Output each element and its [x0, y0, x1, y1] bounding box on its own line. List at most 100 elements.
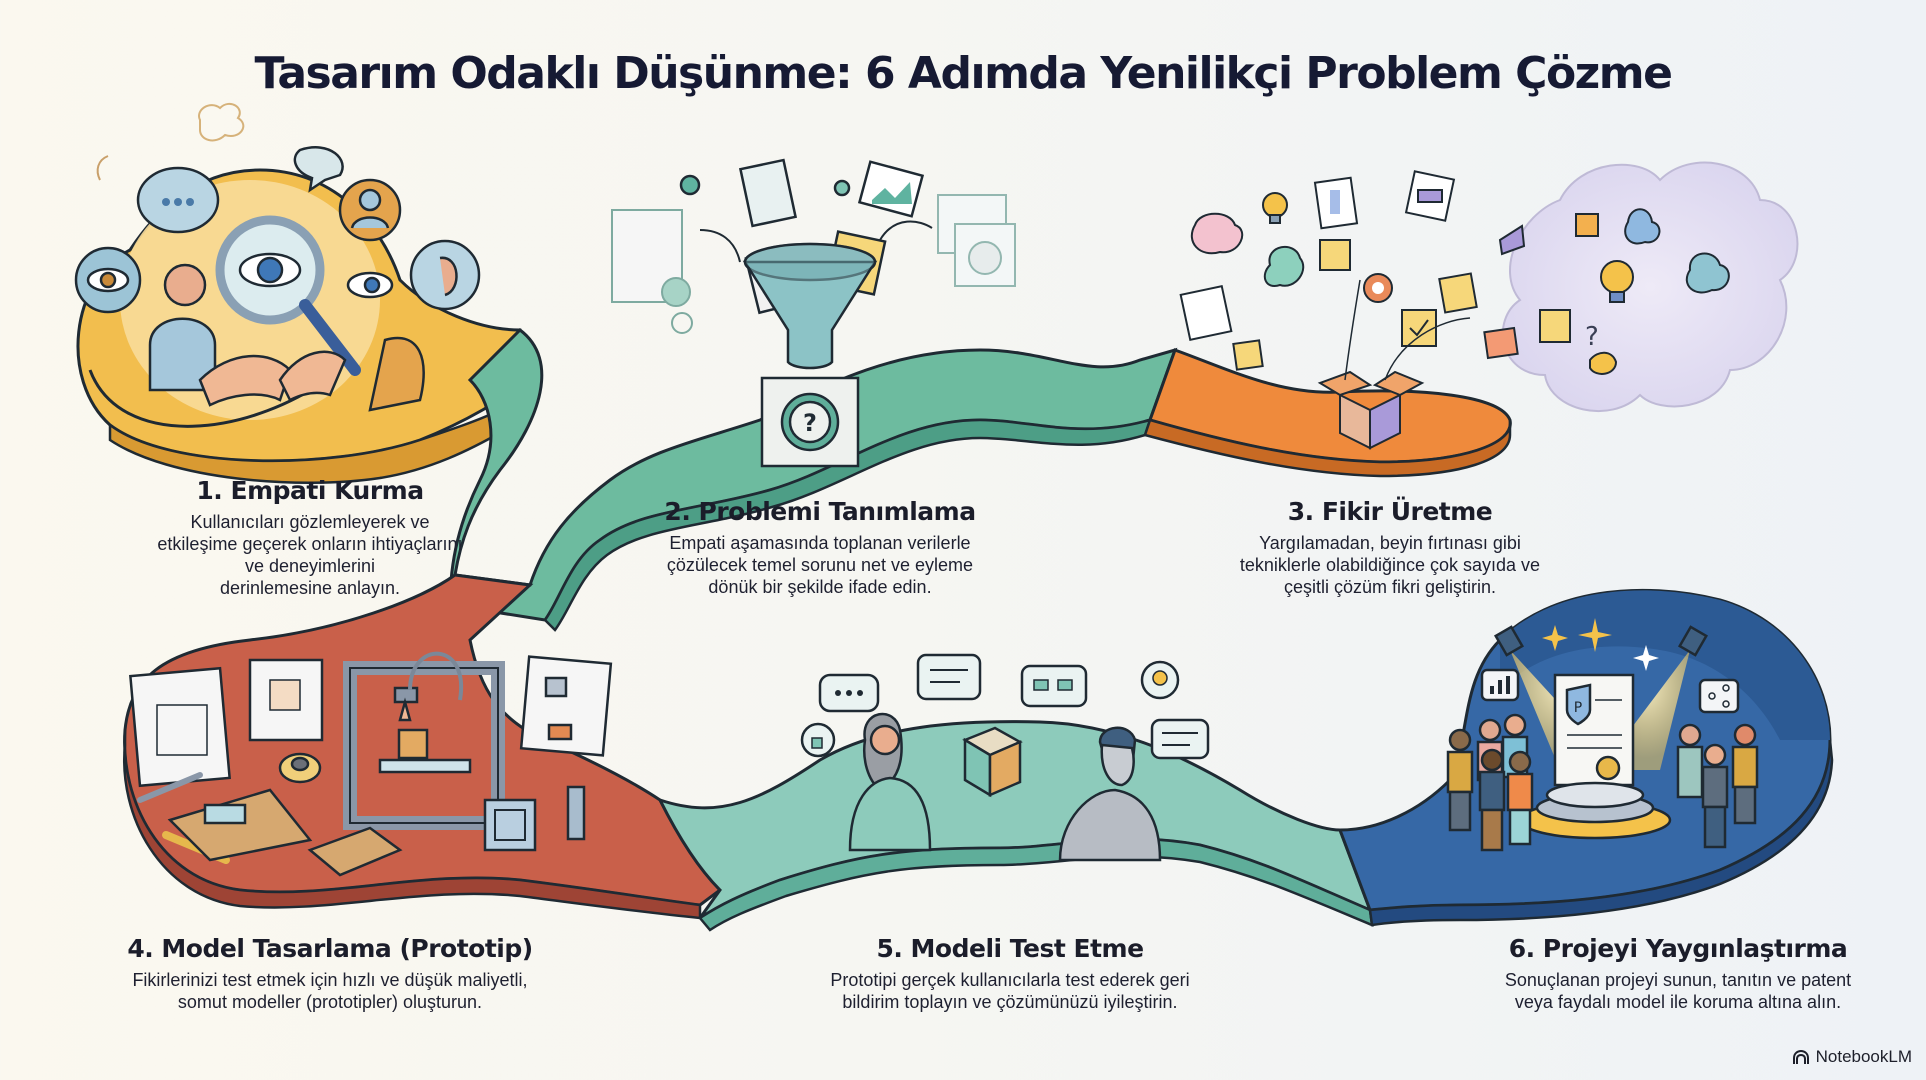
audience-left-icon	[1446, 713, 1534, 852]
cardboard-icon	[307, 826, 403, 877]
dot-icon	[833, 179, 851, 197]
cube-icon	[1575, 213, 1599, 237]
step-title: 2. Problemi Tanımlama	[664, 497, 976, 526]
sketch-card-icon	[129, 666, 231, 788]
svg-text:?: ?	[803, 409, 817, 437]
seal-icon	[1595, 755, 1621, 781]
eye-icon	[346, 271, 394, 299]
text-bubble-icon	[916, 653, 982, 701]
image-icon	[857, 160, 925, 218]
sketch-card-icon	[1179, 284, 1233, 342]
hug-arms-icon	[88, 350, 347, 428]
illustration-dissemination: P	[1446, 618, 1759, 852]
network-node-icon	[671, 312, 693, 334]
illustration-prototype	[129, 651, 613, 877]
shoe-icon	[1498, 224, 1526, 256]
tape-roll-icon	[278, 752, 322, 784]
audience-right-icon	[1676, 723, 1759, 849]
sticky-note-icon	[1319, 239, 1351, 271]
blob-icon	[1685, 252, 1730, 294]
sticky-note-icon	[1539, 309, 1571, 343]
share-bubble-icon	[1698, 678, 1740, 714]
person-body-icon	[368, 336, 425, 412]
speech-bubble-icon	[136, 166, 220, 234]
document-icon	[738, 158, 798, 228]
open-box-icon	[1317, 279, 1471, 450]
person-body-icon	[148, 317, 217, 392]
step-4-prototype: 4. Model Tasarlama (Prototip) Fikirlerin…	[80, 934, 580, 1013]
man-figure-icon	[1058, 726, 1162, 862]
blob-icon	[1263, 245, 1305, 287]
arrow-icon	[699, 229, 741, 263]
step-2-define: 2. Problemi Tanımlama Empati aşamasında …	[600, 497, 1040, 598]
illustration-funnel: ?	[611, 158, 1016, 468]
ear-bubble-icon	[409, 239, 481, 311]
chat-bubble-icon	[1589, 351, 1618, 375]
eye-bubble-icon	[74, 246, 142, 314]
funnel-icon	[742, 242, 878, 370]
question-mark-icon: ?	[1585, 322, 1599, 352]
step-1-empathize: 1. Empati Kurma Kullanıcıları gözlemleye…	[100, 476, 520, 599]
prototype-cube-icon	[962, 726, 1023, 798]
podium-icon	[1518, 781, 1672, 840]
eraser-icon	[203, 803, 247, 825]
step-title: 6. Projeyi Yaygınlaştırma	[1508, 934, 1848, 963]
sparkle-icon	[1633, 645, 1659, 671]
step-description: Yargılamadan, beyin fırtınası gibi tekni…	[1239, 533, 1541, 597]
sticky-note-icon	[1232, 339, 1264, 371]
step-title: 5. Modeli Test Etme	[876, 934, 1144, 963]
dot-icon	[679, 174, 701, 196]
sticky-note-icon	[1438, 272, 1478, 314]
3d-printer-icon	[343, 651, 505, 830]
notebooklm-watermark: NotebookLM	[1792, 1047, 1912, 1067]
lightbulb-icon	[1600, 260, 1634, 303]
step-description: Prototipi gerçek kullanıcılarla test ede…	[830, 970, 1190, 1012]
step-5-test: 5. Modeli Test Etme Prototipi gerçek kul…	[780, 934, 1240, 1013]
person-head-icon	[163, 263, 207, 307]
woman-figure-icon	[848, 712, 932, 852]
arrow-icon	[879, 220, 933, 241]
step-title: 3. Fikir Üretme	[1287, 497, 1493, 526]
step-description: Fikirlerinizi test etmek için hızlı ve d…	[132, 970, 528, 1012]
paintbrush-icon	[137, 772, 203, 803]
notebooklm-logo-icon	[1792, 1049, 1809, 1064]
person-bubble-icon	[338, 178, 402, 242]
cube-sketch-icon	[156, 704, 208, 756]
browser-window-icon	[954, 223, 1016, 287]
lightbulb-icon	[1262, 192, 1288, 224]
svg-text:P: P	[1574, 700, 1582, 716]
sparkle-icon	[1578, 618, 1612, 652]
sparkle-icon	[1542, 625, 1568, 651]
step-description: Kullanıcıları gözlemleyerek ve etkileşim…	[157, 512, 463, 598]
page-title: Tasarım Odaklı Düşünme: 6 Adımda Yenilik…	[254, 48, 1673, 99]
illustration-testing	[800, 653, 1210, 862]
sticky-note-icon	[1483, 326, 1519, 360]
path-segment-3	[1143, 348, 1512, 478]
pie-chart-icon	[661, 277, 691, 307]
spotlight-icon	[1677, 625, 1709, 657]
illustration-ideation: ?	[1179, 161, 1799, 450]
step-title: 1. Empati Kurma	[196, 476, 424, 505]
sticky-note-checked-icon	[1401, 309, 1437, 347]
step-3-ideate: 3. Fikir Üretme Yargılamadan, beyin fırt…	[1180, 497, 1600, 598]
illustration-empathy	[74, 102, 481, 428]
blob-icon	[1190, 212, 1244, 255]
brand-label: NotebookLM	[1815, 1047, 1912, 1066]
printer-sketch-icon	[519, 655, 613, 757]
patent-document-icon: P	[1553, 673, 1635, 787]
cloud-icon	[1624, 208, 1661, 245]
target-question-icon: ?	[760, 376, 860, 468]
step-description: Sonuçlanan projeyi sunun, tanıtın ve pat…	[1504, 970, 1852, 1012]
wireframe-cube-icon	[483, 798, 537, 852]
thought-cloud-icon	[1501, 161, 1799, 412]
step-6-disseminate: 6. Projeyi Yaygınlaştırma Sonuçlanan pro…	[1430, 934, 1926, 1013]
cylinder-icon	[566, 785, 586, 841]
cutting-mat-icon	[167, 788, 313, 862]
step-title: 4. Model Tasarlama (Prototip)	[127, 934, 533, 963]
thumbs-bubble-icon	[1020, 664, 1088, 708]
magnifier-eye-icon	[215, 215, 361, 376]
spotlight-icon	[1493, 625, 1525, 657]
text-bubble-icon	[1150, 718, 1210, 760]
